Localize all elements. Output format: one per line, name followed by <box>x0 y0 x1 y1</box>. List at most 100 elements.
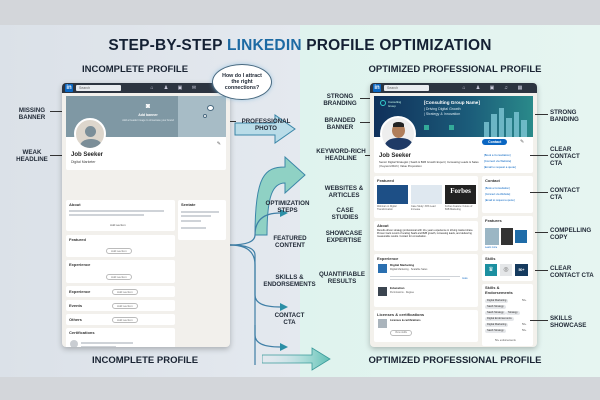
skill-chip[interactable]: Digital Marketing <box>485 323 509 327</box>
about-text: Results-driven strategy professional wit… <box>377 229 474 239</box>
profile-headline: Digital Marketer <box>71 160 96 164</box>
home-icon[interactable]: ⌂ <box>150 85 154 91</box>
profile-name: Job Seeker <box>71 152 104 158</box>
certifications-card: Certifications <box>66 328 175 347</box>
about-card: About Add section <box>66 200 175 231</box>
skill-chip[interactable]: Digital Endorsements <box>485 317 514 321</box>
endorsement-count: 50+ <box>522 299 527 302</box>
edit-icon[interactable]: ✎ <box>216 141 221 147</box>
empty-banner[interactable]: ◙ Add banner Add a header image to showc… <box>66 96 226 137</box>
network-icon[interactable]: ♟ <box>163 85 169 91</box>
learn-more-link[interactable]: Learn more <box>485 246 498 249</box>
cta-connect-website[interactable]: [Connect via Website] <box>485 193 511 196</box>
arrow-photo <box>234 114 296 144</box>
cta-book-consultation[interactable]: [Book a Consultation] <box>485 187 510 190</box>
jobs-icon[interactable]: ▣ <box>489 85 495 91</box>
label-professional-photo: PROFESSIONAL PHOTO <box>241 118 291 132</box>
add-section-button[interactable]: Add section <box>106 274 132 280</box>
label-missing-banner: MISSING BANNER <box>18 107 46 121</box>
education-item-title: Education <box>390 286 405 290</box>
licenses-card: Licenses & certifications Licenses & cer… <box>374 310 478 342</box>
jobs-icon[interactable]: ▣ <box>177 85 183 91</box>
skill-chip[interactable]: SaaS Strategy <box>485 329 506 333</box>
skills-endorsements-title: Skills & Endorsements <box>485 285 513 295</box>
messaging-icon[interactable]: ✉ <box>191 85 197 91</box>
label-keyword-headline: KEYWORD-RICH HEADLINE <box>316 148 366 162</box>
featured-item-caption: Webinar on Digital Transformation <box>377 205 397 211</box>
home-icon[interactable]: ⌂ <box>462 85 466 91</box>
skill-chip[interactable]: Digital Marketing <box>485 299 509 303</box>
row-events: Events Add section <box>66 300 175 311</box>
add-section-link[interactable]: Add section <box>110 223 126 227</box>
featured-webinar-thumb[interactable] <box>377 185 408 204</box>
about-card: About Results-driven strategy profession… <box>374 221 478 251</box>
experience-card: Experience Add section <box>66 260 175 283</box>
label-featured-content: FEATURED CONTENT <box>273 235 307 249</box>
cta-book-consultation[interactable]: [Book a Consultation] <box>484 153 511 157</box>
licenses-title: Licenses & certifications <box>377 312 425 317</box>
endorsement-count: 50+ <box>522 323 527 326</box>
sidebar-title: Sentate <box>181 202 196 207</box>
banner-tagline: | Strategy & Innovation <box>424 112 461 116</box>
experience-item-title: Digital Marketing <box>390 263 415 267</box>
features-title: Features <box>485 218 502 223</box>
cta-connect-website[interactable]: [Connect via Website] <box>484 159 512 163</box>
add-banner-text[interactable]: Add banner <box>138 113 158 117</box>
label-skills-showcase: SKILLS SHOWCASE <box>550 315 587 329</box>
view-skills-button[interactable]: View skills <box>390 330 412 336</box>
linkedin-logo: in <box>373 84 381 92</box>
contact-button[interactable]: Contact <box>482 139 508 145</box>
label-quantifiable-results: QUANTIFIABLE RESULTS <box>318 271 366 285</box>
skill-chip[interactable]: Strategy <box>506 311 520 315</box>
work-icon[interactable]: ▦ <box>517 85 523 91</box>
add-section-button[interactable]: Add section <box>112 303 138 309</box>
cta-email-quote[interactable]: [Email to request a quote] <box>484 165 516 169</box>
navbar: in Search ⌂ ♟ ▣ ✉ <box>62 83 230 93</box>
label-clear-contact-cta: CLEAR CONTACT CTA <box>550 146 580 167</box>
city-skyline-graphic <box>484 108 527 137</box>
featured-case-study-thumb[interactable] <box>411 185 442 204</box>
experience-title: Experience <box>69 262 91 267</box>
skills-count-badge[interactable]: 50+ <box>515 264 528 276</box>
company-logo-text: Consulting Group <box>388 100 402 108</box>
skill-chip[interactable]: SaaS Strategy <box>485 305 506 309</box>
forbes-thumb[interactable]: Forbes <box>445 185 476 204</box>
search-input[interactable]: Search <box>76 85 121 91</box>
sidebar-card: Sentate <box>178 200 226 240</box>
endorsements-footer[interactable]: 50+ endorsements <box>495 339 516 342</box>
label-contact-cta: CONTACT CTA <box>550 187 580 201</box>
add-section-button[interactable]: Add section <box>112 317 138 323</box>
notifications-icon[interactable]: ♫ <box>504 85 508 91</box>
row-others: Others Add section <box>66 314 175 325</box>
flow-arrows <box>229 114 306 365</box>
license-item: Licenses & certifications <box>390 319 421 322</box>
network-icon[interactable]: ♟ <box>475 85 481 91</box>
experience-title: Experience <box>377 256 399 261</box>
add-section-button[interactable]: Add section <box>106 248 132 254</box>
featured-card: Featured Forbes Webinar on Digital Trans… <box>374 176 478 218</box>
navbar: in Search ⌂ ♟ ▣ ♫ ▦ <box>370 83 537 93</box>
edit-icon[interactable]: ✎ <box>520 139 525 145</box>
avatar-placeholder[interactable] <box>74 118 106 150</box>
camera-icon: ◙ <box>145 103 151 110</box>
row-label: Experience <box>69 289 91 294</box>
see-more-link[interactable]: more <box>462 277 468 280</box>
incomplete-footer: INCOMPLETE PROFILE <box>91 355 199 366</box>
banner-company: [Consulting Group Name] <box>424 100 480 105</box>
add-section-button[interactable]: Add section <box>112 289 138 295</box>
professional-photo-avatar[interactable] <box>380 116 416 152</box>
skill-chip[interactable]: SaaS Strategy <box>485 311 506 315</box>
optimized-heading: OPTIMIZED PROFESSIONAL PROFILE <box>368 64 542 75</box>
bottom-arrow <box>262 347 331 371</box>
featured-title: Featured <box>377 178 394 183</box>
arrowhead <box>280 209 288 217</box>
certifications-title: Certifications <box>69 330 95 335</box>
search-input[interactable]: Search <box>384 85 429 91</box>
label-optimization-steps: OPTIMIZATION STEPS <box>265 200 310 214</box>
label-contact-cta: CONTACT CTA <box>274 312 305 326</box>
arrow-headline <box>254 155 306 236</box>
school-icon <box>378 287 387 296</box>
contact-card: Contact [Book a Consultation] [Connect v… <box>482 176 533 213</box>
cta-email-quote[interactable]: [Email to request a quote] <box>485 199 515 202</box>
optimized-profile-mockup: in Search ⌂ ♟ ▣ ♫ ▦ Consulting Group [Co… <box>370 83 537 347</box>
